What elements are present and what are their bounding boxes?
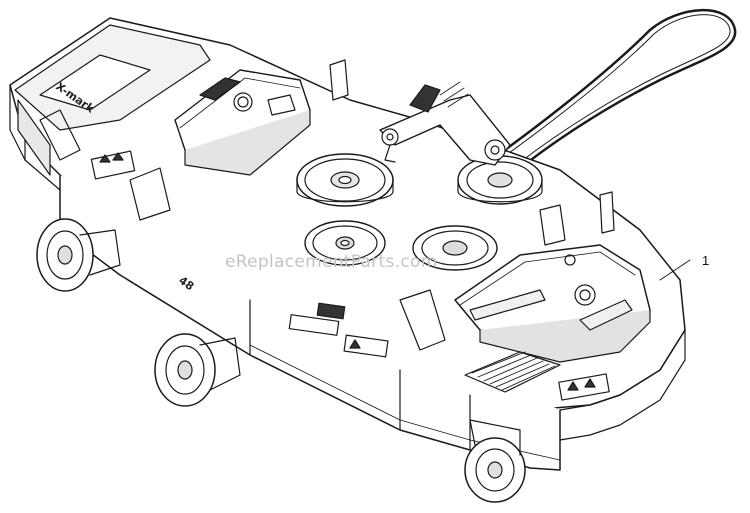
- rear-panel: [14, 24, 211, 176]
- belt-cover-left: [174, 69, 311, 176]
- idler-pulley: [457, 155, 543, 205]
- idler-arm: [379, 81, 511, 166]
- wheel-left-rear: [36, 218, 121, 292]
- watermark-text: eReplacementParts.com: [225, 252, 438, 272]
- callout-number: 1: [702, 253, 709, 268]
- safety-decals: [90, 150, 610, 401]
- spindle-pulley-center: [304, 220, 386, 266]
- wheel-right-front: [464, 419, 526, 503]
- belt-cover-right: [454, 244, 651, 363]
- drive-belt: [468, 8, 737, 187]
- mounting-brackets: [129, 59, 615, 351]
- discharge-grate: [464, 351, 561, 393]
- spindle-pulley-right: [412, 225, 498, 271]
- wheel-left-front: [154, 333, 241, 407]
- spindle-pulley-left: [296, 153, 394, 207]
- callout-leader: [659, 259, 691, 281]
